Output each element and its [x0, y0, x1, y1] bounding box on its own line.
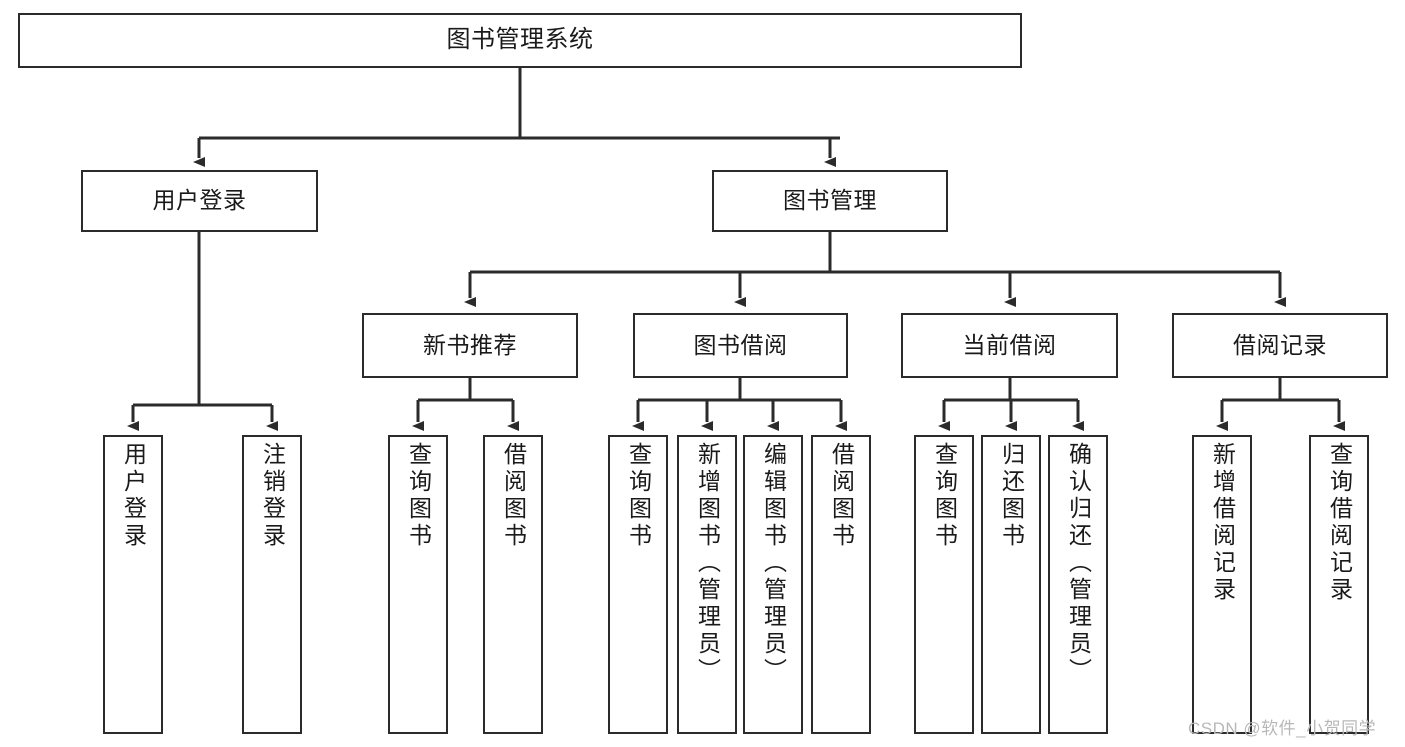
node-book-management-system[interactable]: 图书管理系统	[18, 13, 1022, 68]
node-label: 借阅记录	[1233, 331, 1327, 358]
node-label: 借阅图书	[828, 442, 855, 550]
node-book-borrow[interactable]: 图书借阅	[633, 313, 848, 378]
node-label: 查询图书	[625, 442, 652, 550]
node-label: 注销登录	[259, 442, 286, 550]
node-leaf-borrow-book-2[interactable]: 借阅图书	[811, 435, 871, 734]
node-label: 图书借阅	[693, 331, 788, 358]
node-label: 查询图书	[405, 442, 432, 550]
node-book-management[interactable]: 图书管理	[712, 170, 948, 232]
csdn-watermark: CSDN @软件_小贺同学	[1188, 719, 1377, 738]
node-label: 新增借阅记录	[1209, 442, 1236, 604]
node-leaf-return-book[interactable]: 归还图书	[981, 435, 1041, 734]
node-user-login[interactable]: 用户登录	[81, 170, 318, 232]
node-leaf-edit-book[interactable]: 编辑图书（管理员）	[743, 435, 803, 734]
node-leaf-query-book-3[interactable]: 查询图书	[914, 435, 974, 734]
node-leaf-query-book-1[interactable]: 查询图书	[388, 435, 448, 734]
node-label: 编辑图书（管理员）	[760, 442, 787, 685]
node-leaf-logout[interactable]: 注销登录	[242, 435, 302, 734]
node-leaf-query-record[interactable]: 查询借阅记录	[1309, 435, 1369, 734]
node-label: 图书管理系统	[446, 26, 594, 54]
node-leaf-add-book[interactable]: 新增图书（管理员）	[677, 435, 737, 734]
node-leaf-query-book-2[interactable]: 查询图书	[608, 435, 668, 734]
node-new-book-recommend[interactable]: 新书推荐	[362, 313, 578, 378]
node-label: 新书推荐	[423, 331, 517, 358]
node-borrow-record[interactable]: 借阅记录	[1172, 313, 1388, 378]
node-label: 归还图书	[998, 442, 1025, 550]
node-leaf-borrow-book-1[interactable]: 借阅图书	[483, 435, 543, 734]
node-label: 新增图书（管理员）	[694, 442, 721, 685]
node-label: 用户登录	[152, 187, 247, 214]
node-label: 用户登录	[120, 442, 147, 550]
node-label: 当前借阅	[962, 331, 1057, 358]
node-current-borrow[interactable]: 当前借阅	[901, 313, 1118, 378]
node-label: 查询图书	[931, 442, 958, 550]
node-label: 确认归还（管理员）	[1065, 442, 1092, 685]
node-leaf-add-record[interactable]: 新增借阅记录	[1192, 435, 1252, 734]
node-label: 查询借阅记录	[1326, 442, 1353, 604]
node-label: 图书管理	[783, 187, 877, 214]
node-label: 借阅图书	[500, 442, 527, 550]
node-leaf-user-login[interactable]: 用户登录	[103, 435, 163, 734]
node-leaf-confirm-return[interactable]: 确认归还（管理员）	[1048, 435, 1108, 734]
